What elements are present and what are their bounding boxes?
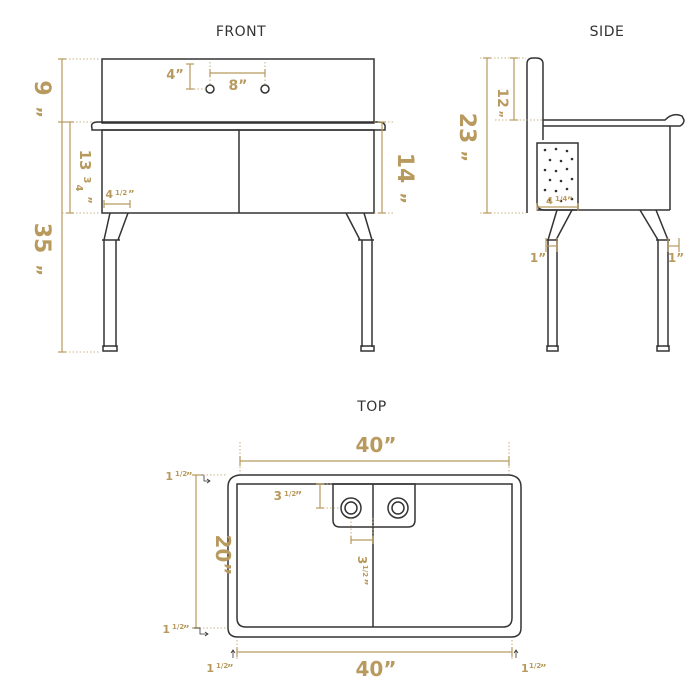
front-leg-left — [102, 212, 129, 352]
front-faucet-hole-left — [205, 84, 215, 94]
dim-1half-tl: 1 — [165, 470, 173, 483]
dim-14: 14 — [392, 153, 417, 184]
dim-1half-bottom-right: 1 — [521, 662, 529, 675]
top-view-title: TOP — [356, 399, 387, 415]
dim-35-unit: ” — [24, 264, 45, 276]
dim-35: 35 — [29, 223, 54, 254]
top-outline — [227, 487, 522, 638]
dim-1half-bl-frac: 1/2 — [172, 623, 184, 631]
dim-3half-b: 3 — [355, 556, 369, 564]
top-drain-left-outer — [340, 497, 362, 519]
dim-3half-a: 3 — [274, 489, 282, 503]
top-drain-plate — [332, 483, 416, 528]
dim-1-left: 1” — [530, 251, 546, 265]
dim-3half-b-unit: ” — [357, 578, 370, 585]
dim-40-top: 40” — [356, 433, 397, 457]
dim-1half-bottom-left: 1 — [206, 662, 214, 675]
dim-4quarter-unit: ” — [567, 196, 573, 206]
top-drain-right-outer — [387, 497, 409, 519]
dim-20: 20” — [211, 535, 235, 576]
side-leg-left — [546, 209, 573, 352]
top-basin-inner — [236, 483, 513, 628]
dim-13-frac-num: 3 — [81, 177, 92, 184]
side-view: 23 ” 12 ” 4 1/4 ” 1” 1” — [449, 57, 685, 352]
dim-1half-bottom-left-unit: ” — [227, 663, 234, 674]
dim-4half: 4 — [105, 188, 113, 201]
dim-9-unit: ” — [24, 106, 45, 118]
dim-1half-bottom-left-frac: 1/2 — [216, 662, 228, 670]
dim-4quarter: 4 — [546, 196, 553, 207]
dim-3half-a-unit: ” — [295, 489, 302, 502]
side-leg-right — [639, 209, 670, 352]
dim-14-unit: ” — [388, 192, 409, 204]
dim-8: 8” — [229, 78, 248, 94]
dim-1half-bl: 1 — [162, 623, 170, 636]
dim-3half-a-frac: 1/2 — [284, 490, 296, 498]
dim-1-right: 1” — [668, 251, 684, 265]
dim-13-unit: ” — [80, 196, 94, 204]
dim-3half-b-frac: 1/2 — [361, 565, 369, 577]
dim-23-unit: ” — [449, 150, 470, 162]
dim-13-whole: 13 — [76, 150, 94, 171]
dim-1half-tl-unit: ” — [186, 471, 193, 482]
dim-4quarter-frac: 1/4 — [555, 195, 567, 203]
top-view: 40” 1 1/2 ” 20” 1 1/2 ” 3 1/2 ” — [162, 433, 546, 681]
dim-4: 4” — [166, 68, 184, 83]
dim-1half-bl-unit: ” — [183, 624, 190, 635]
dim-4half-unit: ” — [128, 189, 135, 200]
front-basin — [101, 129, 375, 214]
side-backsplash — [526, 57, 544, 213]
front-view: 9 ” 35 ” 13 3 4 ” 14 ” 4” 8” 4 — [24, 58, 417, 353]
side-view-title: SIDE — [590, 24, 625, 40]
top-drain-left-inner — [344, 501, 358, 515]
dim-9: 9 — [29, 80, 54, 95]
front-view-title: FRONT — [216, 24, 266, 40]
dim-12-unit: ” — [491, 110, 505, 118]
dim-1half-tl-frac: 1/2 — [175, 470, 187, 478]
dim-4half-frac: 1/2 — [115, 189, 127, 197]
front-faucet-hole-right — [260, 84, 270, 94]
front-backsplash — [101, 58, 375, 124]
dim-13-frac-den: 4 — [73, 185, 84, 192]
side-drain-dots — [543, 147, 574, 203]
dim-23: 23 — [454, 113, 479, 144]
dim-1half-bottom-right-unit: ” — [540, 663, 547, 674]
front-leg-right — [345, 212, 375, 352]
dim-40-bottom: 40” — [356, 657, 397, 681]
top-drain-right-inner — [391, 501, 405, 515]
top-back-rim — [227, 474, 522, 488]
dim-12: 12 — [494, 88, 510, 107]
side-basin-outline — [543, 113, 685, 210]
dim-1half-bottom-right-frac: 1/2 — [529, 662, 541, 670]
